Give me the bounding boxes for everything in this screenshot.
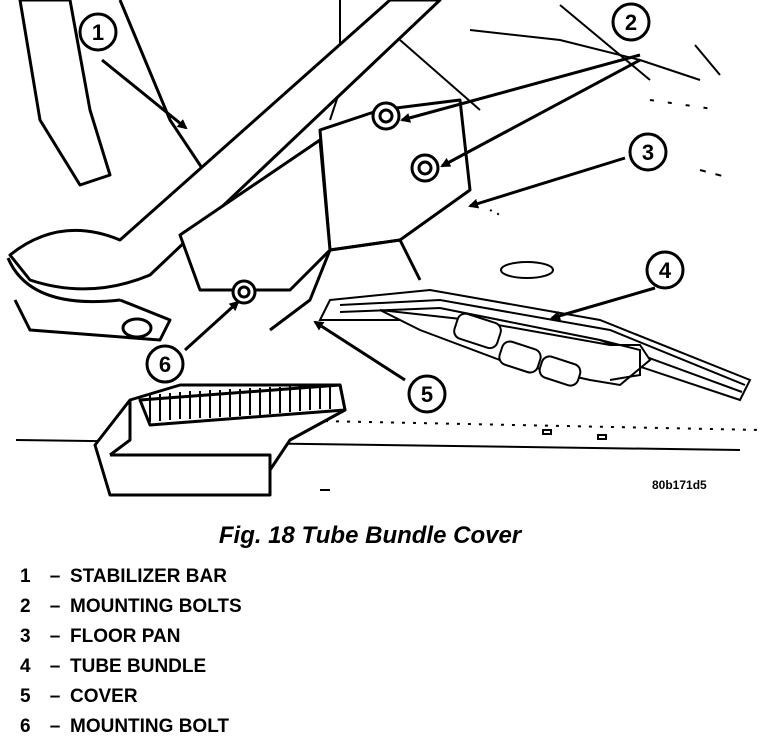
stabilizer-bar-shape: [6, 0, 472, 342]
legend-item: 4–TUBE BUNDLE: [20, 652, 242, 682]
figure-code: 80b171d5: [652, 478, 707, 492]
legend-label: STABILIZER BAR: [70, 566, 227, 587]
legend-separator: –: [49, 566, 61, 587]
callout-3-label: 3: [642, 140, 654, 165]
legend-label: MOUNTING BOLTS: [70, 596, 242, 617]
legend-number: 5: [20, 686, 31, 707]
figure-caption: Fig. 18 Tube Bundle Cover: [218, 522, 522, 549]
legend-label: TUBE BUNDLE: [70, 656, 207, 677]
legend-separator: –: [49, 626, 61, 647]
callout-1: 1: [78, 12, 118, 52]
callout-4-label: 4: [659, 258, 672, 283]
legend-separator: –: [49, 656, 61, 677]
diagram-illustration: 1 2 3 4 5 6: [6, 0, 761, 497]
legend-item: 2–MOUNTING BOLTS: [20, 592, 242, 622]
callout-5-label: 5: [421, 382, 433, 407]
callout-2: 2: [611, 2, 651, 42]
legend-list: 1–STABILIZER BAR 2–MOUNTING BOLTS 3–FLOO…: [20, 562, 242, 742]
legend-item: 3–FLOOR PAN: [20, 622, 242, 652]
legend-item: 6–MOUNTING BOLT: [20, 712, 242, 742]
callout-4: 4: [645, 250, 685, 290]
legend-label: FLOOR PAN: [70, 626, 181, 647]
legend-separator: –: [49, 596, 61, 617]
legend-number: 1: [20, 566, 31, 587]
legend-item: 1–STABILIZER BAR: [20, 562, 242, 592]
tube-bundle-shape: [318, 288, 752, 402]
legend-number: 4: [20, 656, 31, 677]
legend-number: 3: [20, 626, 31, 647]
callout-5: 5: [407, 374, 447, 414]
mounting-bolt-shapes: [121, 101, 440, 339]
legend-label: COVER: [70, 686, 138, 707]
legend-separator: –: [49, 716, 61, 737]
callout-2-label: 2: [625, 10, 637, 35]
legend-number: 6: [20, 716, 31, 737]
cover-shape: [93, 383, 347, 497]
leader-arrows: [101, 53, 656, 382]
callout-6-label: 6: [159, 352, 171, 377]
callout-1-label: 1: [92, 20, 104, 45]
callout-6: 6: [145, 344, 185, 384]
legend-number: 2: [20, 596, 31, 617]
legend-separator: –: [49, 686, 61, 707]
legend-label: MOUNTING BOLT: [70, 716, 230, 737]
floor-pan-shape: [15, 0, 761, 491]
callout-3: 3: [628, 132, 668, 172]
legend-item: 5–COVER: [20, 682, 242, 712]
